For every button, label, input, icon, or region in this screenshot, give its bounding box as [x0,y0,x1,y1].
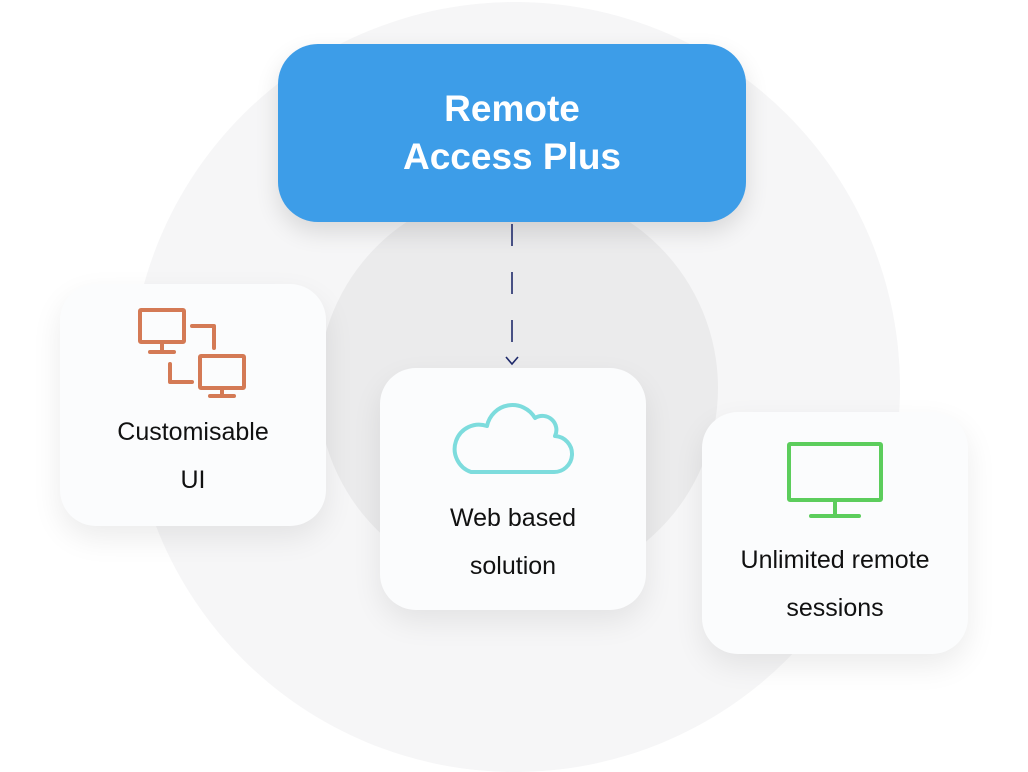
product-box: Remote Access Plus [278,44,746,222]
arrow-head-icon [505,356,519,366]
feature-card-customisable-ui: Customisable UI [60,284,326,526]
feature-label-line2: sessions [786,594,884,622]
product-title-line2: Access Plus [402,136,622,177]
monitor-icon [787,442,883,518]
feature-label-line1: Web based [449,504,576,532]
feature-label-line2: UI [180,466,206,494]
feature-card-web-based: Web based solution [380,368,646,610]
feature-label-line1: Customisable [117,418,269,446]
product-title-line1: Remote [444,88,580,129]
cloud-icon [452,403,575,475]
dashed-arrow-connector [505,224,519,366]
feature-label-line1: Unlimited remote [740,546,930,574]
feature-card-unlimited-sessions: Unlimited remote sessions [702,412,968,654]
connected-monitors-icon [138,308,246,398]
feature-label-line2: solution [469,552,557,580]
